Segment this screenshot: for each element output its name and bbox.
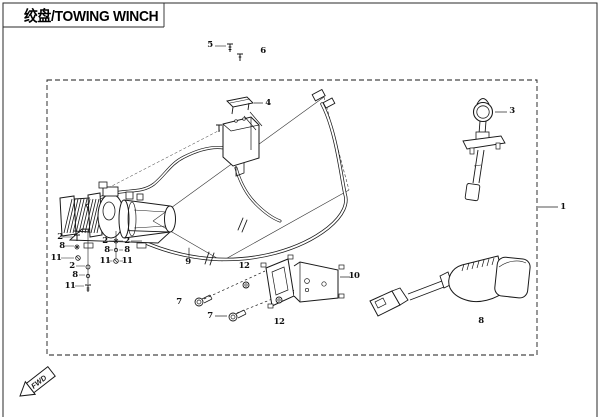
callout-part-8: 8 (59, 241, 65, 251)
callout-part-8: 8 (124, 245, 130, 255)
part4-bracket (226, 96, 263, 115)
switch-bracket-drawing (194, 254, 350, 322)
callout-part-7: 7 (207, 311, 213, 321)
callout-part-12: 12 (273, 317, 285, 327)
grip-ribs (461, 257, 495, 272)
callout-part-1: 1 (560, 202, 566, 212)
callout-part-12: 12 (238, 261, 250, 271)
callout-part-5: 5 (207, 40, 213, 50)
winch-wiring-harness (85, 88, 348, 266)
nut-part12 (242, 281, 283, 304)
clutch-handle-drawing (462, 98, 507, 202)
winch-assembly-drawing (59, 181, 176, 249)
callout-part-4: 4 (265, 98, 271, 108)
callout-part-3: 3 (509, 106, 515, 116)
callout-part-2: 2 (57, 232, 63, 242)
callout-part-11: 11 (99, 256, 111, 266)
remote-control-drawing (369, 255, 531, 317)
callout-part-7: 7 (176, 297, 182, 307)
contactor-assembly-drawing (216, 96, 263, 177)
callout-part-11: 11 (121, 256, 133, 266)
callout-part-9: 9 (185, 257, 191, 267)
callout-part-2: 2 (124, 236, 130, 246)
callout-part-11: 11 (64, 281, 76, 291)
drum-rope-hatch (63, 198, 101, 234)
callout-part-2: 2 (102, 236, 108, 246)
bolt-part5-part6 (215, 43, 243, 61)
fwd-direction-arrow: FWD (19, 365, 56, 397)
callout-part-11: 11 (50, 253, 62, 263)
callout-part-2: 2 (69, 261, 75, 271)
fastener-icons (61, 43, 243, 292)
callout-part-6: 6 (260, 46, 266, 56)
assembly-boundary-box (46, 79, 558, 356)
callout-part-8: 8 (478, 316, 484, 326)
screw-part7 (194, 294, 247, 322)
page-title: 绞盘/TOWING WINCH (24, 8, 159, 25)
callout-part-10: 10 (348, 271, 360, 281)
cable-break-marks (204, 217, 248, 266)
callout-part-8: 8 (104, 245, 110, 255)
callout-part-8: 8 (72, 270, 78, 280)
